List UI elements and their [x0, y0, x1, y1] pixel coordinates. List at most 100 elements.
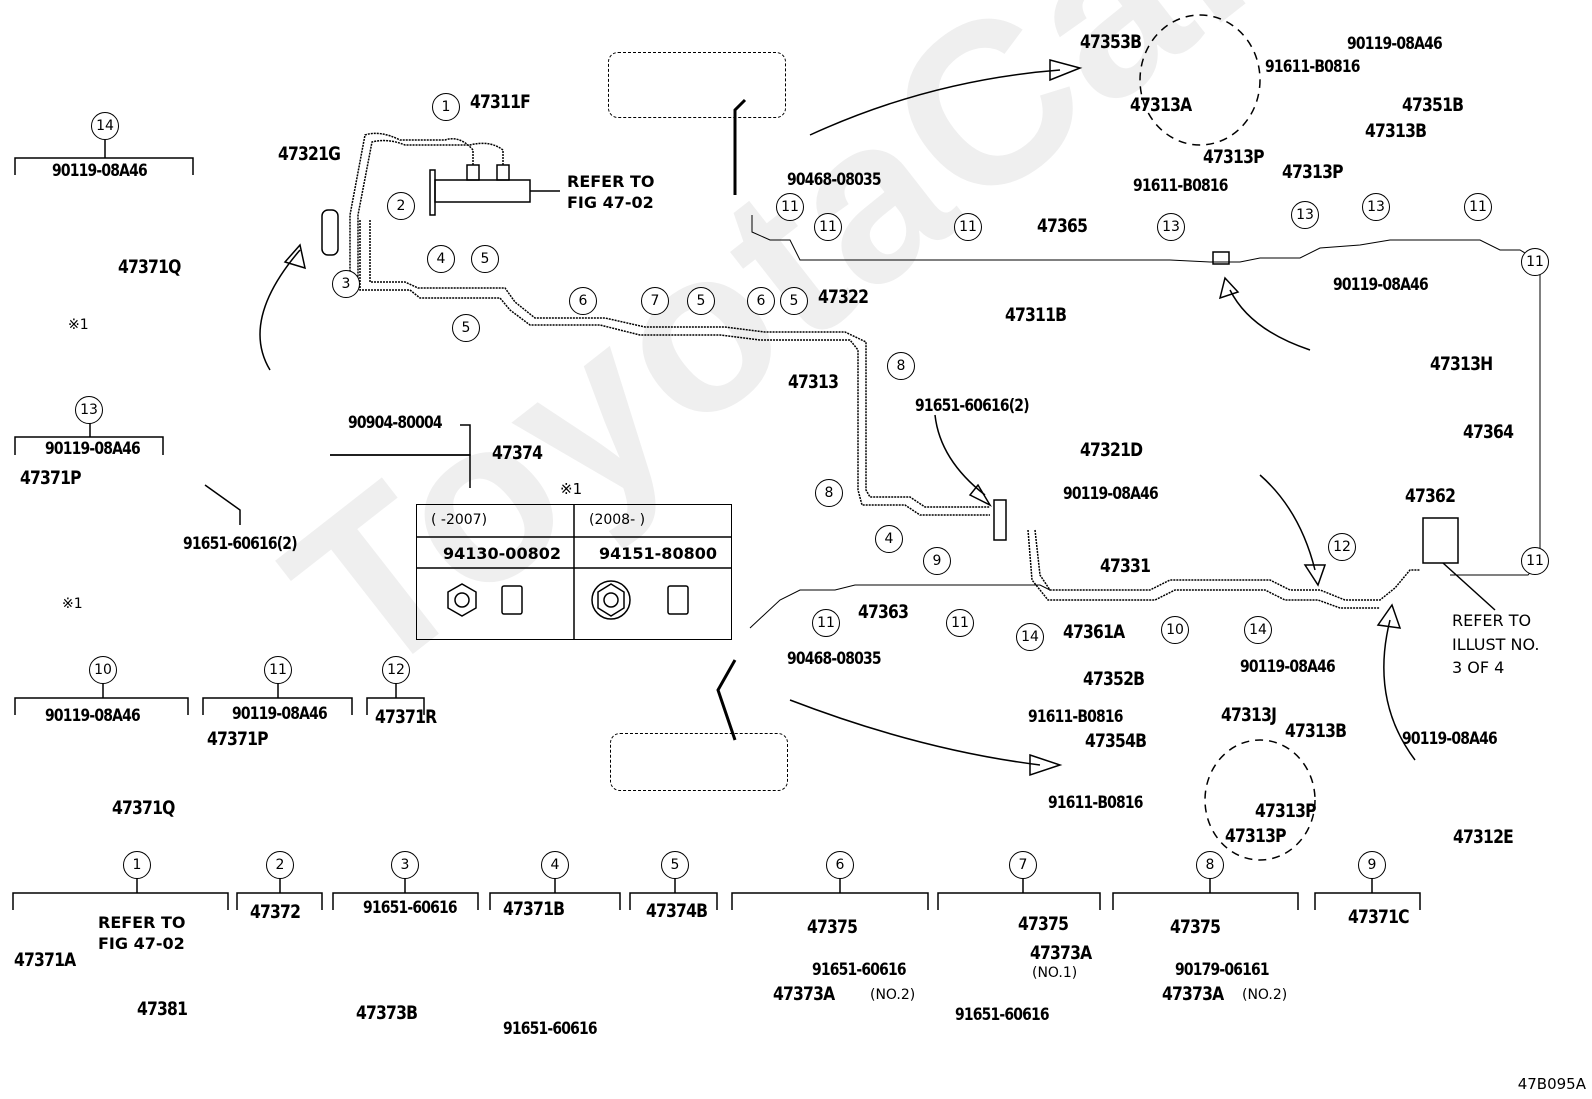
part-label[interactable]: 47371P [207, 728, 269, 750]
callout-7[interactable]: 7 [1009, 851, 1037, 879]
callout-4[interactable]: 4 [427, 245, 455, 273]
callout-5[interactable]: 5 [687, 287, 715, 315]
part-label[interactable]: 47373B [356, 1002, 418, 1024]
part-label[interactable]: 47313P [1282, 161, 1344, 183]
callout-8[interactable]: 8 [1196, 851, 1224, 879]
part-label[interactable]: 47313B [1365, 120, 1427, 142]
callout-12[interactable]: 12 [1328, 533, 1356, 561]
part-label[interactable]: 47352B [1083, 668, 1145, 690]
part-label[interactable]: 47322 [818, 286, 869, 308]
callout-6[interactable]: 6 [747, 287, 775, 315]
callout-11[interactable]: 11 [946, 609, 974, 637]
callout-8[interactable]: 8 [815, 479, 843, 507]
callout-4[interactable]: 4 [875, 525, 903, 553]
part-label[interactable]: 47361A [1063, 621, 1125, 643]
part-label[interactable]: 47373A [1030, 942, 1092, 964]
callout-14[interactable]: 14 [1244, 616, 1272, 644]
part-label[interactable]: 91611-B0816 [1133, 176, 1229, 196]
part-label[interactable]: 47371Q [118, 256, 181, 278]
callout-1[interactable]: 1 [123, 851, 151, 879]
part-label[interactable]: 47362 [1405, 485, 1456, 507]
callout-5[interactable]: 5 [471, 245, 499, 273]
part-label[interactable]: 47374 [492, 442, 543, 464]
part-label[interactable]: 91651-60616(2) [183, 534, 298, 554]
part-label[interactable]: 90119-08A46 [1402, 729, 1498, 749]
part-label[interactable]: 91651-60616 [503, 1019, 598, 1039]
part-label[interactable]: 90119-08A46 [1240, 657, 1336, 677]
callout-5[interactable]: 5 [661, 851, 689, 879]
part-label[interactable]: 91651-60616 [363, 898, 458, 918]
part-label[interactable]: 90119-08A46 [1063, 484, 1159, 504]
callout-4[interactable]: 4 [541, 851, 569, 879]
callout-9[interactable]: 9 [1358, 851, 1386, 879]
callout-11[interactable]: 11 [1521, 248, 1549, 276]
callout-2[interactable]: 2 [387, 192, 415, 220]
callout-9[interactable]: 9 [923, 547, 951, 575]
part-label[interactable]: 91651-60616 [812, 960, 907, 980]
part-label[interactable]: 47321G [278, 143, 341, 165]
callout-11[interactable]: 11 [264, 656, 292, 684]
callout-13[interactable]: 13 [1157, 213, 1185, 241]
part-label[interactable]: 91651-60616(2) [915, 396, 1030, 416]
callout-2[interactable]: 2 [266, 851, 294, 879]
part-label[interactable]: 47373A [773, 983, 835, 1005]
part-label[interactable]: 47313P [1225, 825, 1287, 847]
part-label[interactable]: 47371Q [112, 797, 175, 819]
part-label[interactable]: 47313 [788, 371, 839, 393]
part-label[interactable]: 47374B [646, 900, 708, 922]
part-label[interactable]: 47371P [20, 467, 82, 489]
part-label[interactable]: 47375 [1018, 913, 1069, 935]
callout-10[interactable]: 10 [1161, 616, 1189, 644]
callout-11[interactable]: 11 [954, 213, 982, 241]
part-label[interactable]: 47313P [1203, 146, 1265, 168]
callout-5[interactable]: 5 [452, 314, 480, 342]
callout-10[interactable]: 10 [89, 656, 117, 684]
part-label[interactable]: 91611-B0816 [1265, 57, 1361, 77]
part-label[interactable]: 90468-08035 [787, 170, 882, 190]
callout-1[interactable]: 1 [432, 93, 460, 121]
part-label[interactable]: 91611-B0816 [1048, 793, 1144, 813]
part-label[interactable]: 47363 [858, 601, 909, 623]
part-label[interactable]: 47371R [375, 706, 437, 728]
callout-13[interactable]: 13 [1362, 193, 1390, 221]
callout-6[interactable]: 6 [826, 851, 854, 879]
part-label[interactable]: 91611-B0816 [1028, 707, 1124, 727]
part-label[interactable]: 47313H [1430, 353, 1493, 375]
part-label[interactable]: 90119-08A46 [45, 706, 141, 726]
callout-11[interactable]: 11 [814, 213, 842, 241]
callout-11[interactable]: 11 [812, 609, 840, 637]
part-label[interactable]: 90119-08A46 [232, 704, 328, 724]
part-label[interactable]: 90904-80004 [348, 413, 443, 433]
table-part-number[interactable]: 94151-80800 [599, 544, 717, 563]
callout-13[interactable]: 13 [75, 396, 103, 424]
callout-3[interactable]: 3 [391, 851, 419, 879]
part-label[interactable]: 90468-08035 [787, 649, 882, 669]
part-label[interactable]: 47313B [1285, 720, 1347, 742]
part-label[interactable]: 47371A [14, 949, 76, 971]
part-label[interactable]: 90179-06161 [1175, 960, 1270, 980]
part-label[interactable]: 47375 [807, 916, 858, 938]
part-label[interactable]: 47365 [1037, 215, 1088, 237]
part-label[interactable]: 47353B [1080, 31, 1142, 53]
part-label[interactable]: 47364 [1463, 421, 1514, 443]
callout-7[interactable]: 7 [641, 287, 669, 315]
callout-12[interactable]: 12 [382, 656, 410, 684]
part-label[interactable]: 90119-08A46 [1333, 275, 1429, 295]
part-label[interactable]: 47311F [470, 91, 531, 113]
part-label[interactable]: 90119-08A46 [45, 439, 141, 459]
part-label[interactable]: 47331 [1100, 555, 1151, 577]
part-label[interactable]: 47354B [1085, 730, 1147, 752]
part-label[interactable]: 47372 [250, 901, 301, 923]
part-label[interactable]: 47311B [1005, 304, 1067, 326]
callout-6[interactable]: 6 [569, 287, 597, 315]
part-label[interactable]: 90119-08A46 [52, 161, 148, 181]
part-label[interactable]: 47313P [1255, 800, 1317, 822]
callout-11[interactable]: 11 [1464, 193, 1492, 221]
part-label[interactable]: 47381 [137, 998, 188, 1020]
part-label[interactable]: 47313A [1130, 94, 1192, 116]
part-label[interactable]: 91651-60616 [955, 1005, 1050, 1025]
part-label[interactable]: 47312E [1453, 826, 1514, 848]
part-label[interactable]: 47373A [1162, 983, 1224, 1005]
part-label[interactable]: 47371C [1348, 906, 1410, 928]
callout-14[interactable]: 14 [1016, 623, 1044, 651]
